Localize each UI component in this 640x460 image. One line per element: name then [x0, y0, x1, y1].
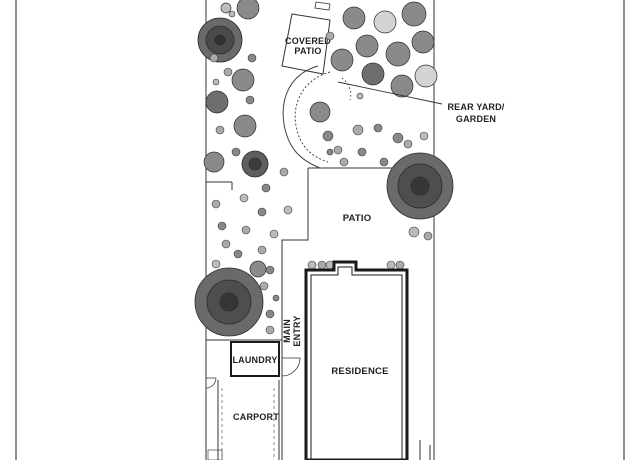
- shrub-icon: [249, 260, 267, 278]
- shrub-icon: [373, 10, 397, 34]
- main-entry: MAIN ENTRY: [281, 315, 302, 377]
- residence-label: RESIDENCE: [331, 366, 388, 377]
- rear-yard-label-line2: GARDEN: [456, 114, 496, 124]
- door-swing-icon: [281, 357, 301, 377]
- laundry: LAUNDRY: [205, 341, 280, 389]
- carport: CARPORT: [207, 388, 279, 460]
- garden-path: [282, 65, 352, 169]
- shrub-icon: [385, 41, 411, 67]
- small-plants: [209, 10, 433, 335]
- rear-yard-leader: [337, 81, 443, 105]
- shrub-icon: [342, 6, 366, 30]
- tree-icon: [241, 150, 269, 178]
- shrub-icon: [361, 62, 385, 86]
- covered-patio-label-line2: PATIO: [294, 46, 321, 56]
- door-swing-icon: [205, 377, 217, 389]
- shrub-icon: [231, 68, 255, 92]
- shrub-icon: [233, 114, 257, 138]
- tree-icon: [194, 267, 264, 337]
- shrub-icon: [414, 64, 438, 88]
- shrub-icon: [390, 74, 414, 98]
- shrub-icon: [309, 101, 331, 123]
- rear-yard-label-line1: REAR YARD/: [447, 102, 504, 112]
- shrub-icon: [401, 1, 427, 27]
- tree-icon: [386, 152, 454, 220]
- carport-label: CARPORT: [233, 412, 279, 422]
- residence: RESIDENCE: [304, 260, 409, 460]
- shrub-icon: [330, 48, 354, 72]
- lot-boundary: [15, 0, 625, 460]
- shrub-icon: [355, 34, 379, 58]
- shrub-icon: [205, 90, 229, 114]
- laundry-label: LAUNDRY: [232, 355, 277, 365]
- covered-patio-label-line1: COVERED: [285, 36, 331, 46]
- main-entry-label-line1: MAIN: [282, 319, 292, 343]
- shrub-icon: [203, 151, 225, 173]
- patio-label: PATIO: [343, 213, 372, 224]
- shrubs: [203, 0, 438, 278]
- covered-patio: COVERED PATIO: [281, 1, 331, 75]
- shrub-icon: [220, 2, 232, 14]
- main-entry-label-line2: ENTRY: [292, 315, 302, 346]
- shrub-icon: [411, 30, 435, 54]
- trees: [194, 17, 454, 337]
- shrub-icon: [236, 0, 260, 20]
- tree-icon: [197, 17, 243, 63]
